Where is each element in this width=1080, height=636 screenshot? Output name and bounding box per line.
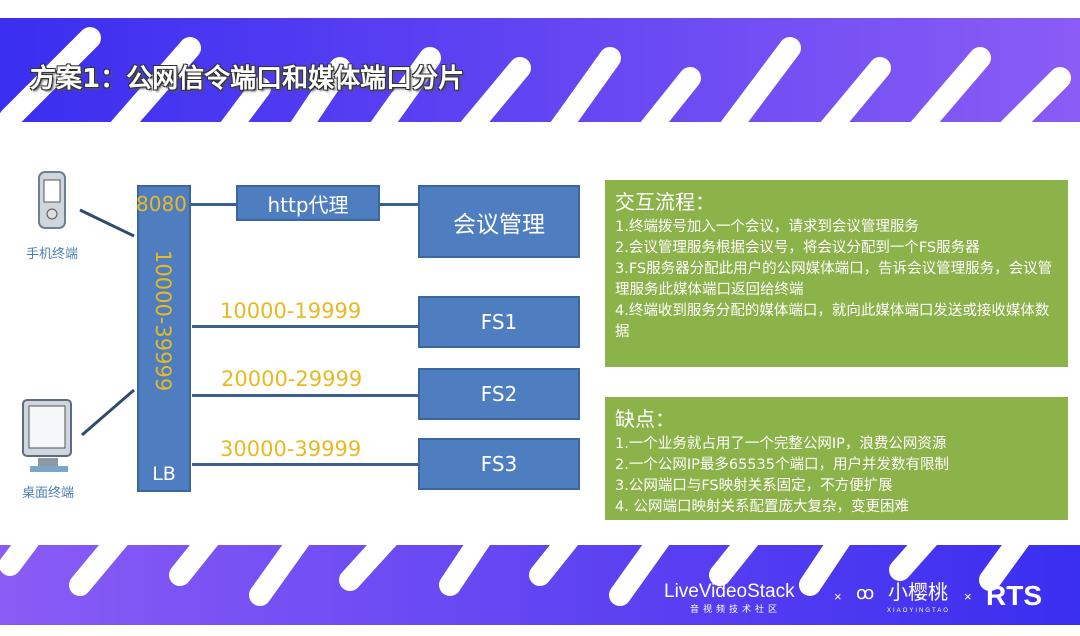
desktop-terminal-label: 桌面终端 [22,486,75,501]
port-8080-label: 8080 [136,192,187,216]
cons-item: 3.公网端口与FS映射关系固定，不方便扩展 [615,478,893,494]
fs3-port-range: 30000-39999 [220,437,362,461]
separator: × [834,589,842,604]
desktop-monitor-icon [22,399,72,472]
fs3-box: FS3 [418,438,580,490]
mobile-phone-icon [38,171,66,229]
flow-panel: 交互流程： 1.终端拨号加入一个会议，请求到会议管理服务 2.会议管理服务根据会… [605,180,1068,367]
livevideostack-subtitle: 音视频技术社区 [690,604,782,614]
http-proxy-box: http代理 [236,185,380,221]
flow-heading: 交互流程： [615,190,715,214]
cons-item: 2.一个公网IP最多65535个端口，用户并发数有限制 [615,457,949,473]
lb-label: LB [152,463,176,485]
flow-item: 3.FS服务器分配此用户的公网媒体端口，告诉会议管理服务，会议管理服务此媒体端口… [615,261,1053,298]
fs2-box: FS2 [418,368,580,420]
meeting-management-box: 会议管理 [418,185,580,258]
page-title: 方案1：公网信令端口和媒体端口分片 [30,64,465,94]
fs1-box: FS1 [418,296,580,348]
livevideostack-logo: LiveVideoStack [664,581,795,602]
flow-item: 1.终端拨号加入一个会议，请求到会议管理服务 [615,219,919,235]
cons-panel: 缺点： 1.一个业务就占用了一个完整公网IP，浪费公网资源 2.一个公网IP最多… [605,397,1068,520]
xiaoyingtao-logo: 小樱桃 [888,582,948,604]
rts-logo: RTS [986,580,1042,611]
cherry-icon: ꝏ [856,583,875,603]
cons-item: 4. 公网端口映射关系配置庞大复杂，变更困难 [615,499,909,515]
lb-port-range-label: 10000-39999 [151,250,176,392]
cons-item: 1.一个业务就占用了一个完整公网IP，浪费公网资源 [615,436,947,452]
load-balancer-box: LB [137,185,191,492]
connection-lines [79,208,135,437]
header-banner [0,18,1080,128]
flow-item: 2.会议管理服务根据会议号，将会议分配到一个FS服务器 [615,240,980,256]
flow-item: 4.终端收到服务分配的媒体端口，就向此媒体端口发送或接收媒体数据 [615,303,1050,340]
footer-banner [0,525,1080,625]
mobile-terminal-label: 手机终端 [26,247,79,262]
xiaoyingtao-subtitle: XIAOYINGTAO [887,608,950,614]
separator: × [964,589,972,604]
cons-heading: 缺点： [615,407,675,431]
fs1-port-range: 10000-19999 [220,299,362,323]
fs2-port-range: 20000-29999 [221,367,363,391]
